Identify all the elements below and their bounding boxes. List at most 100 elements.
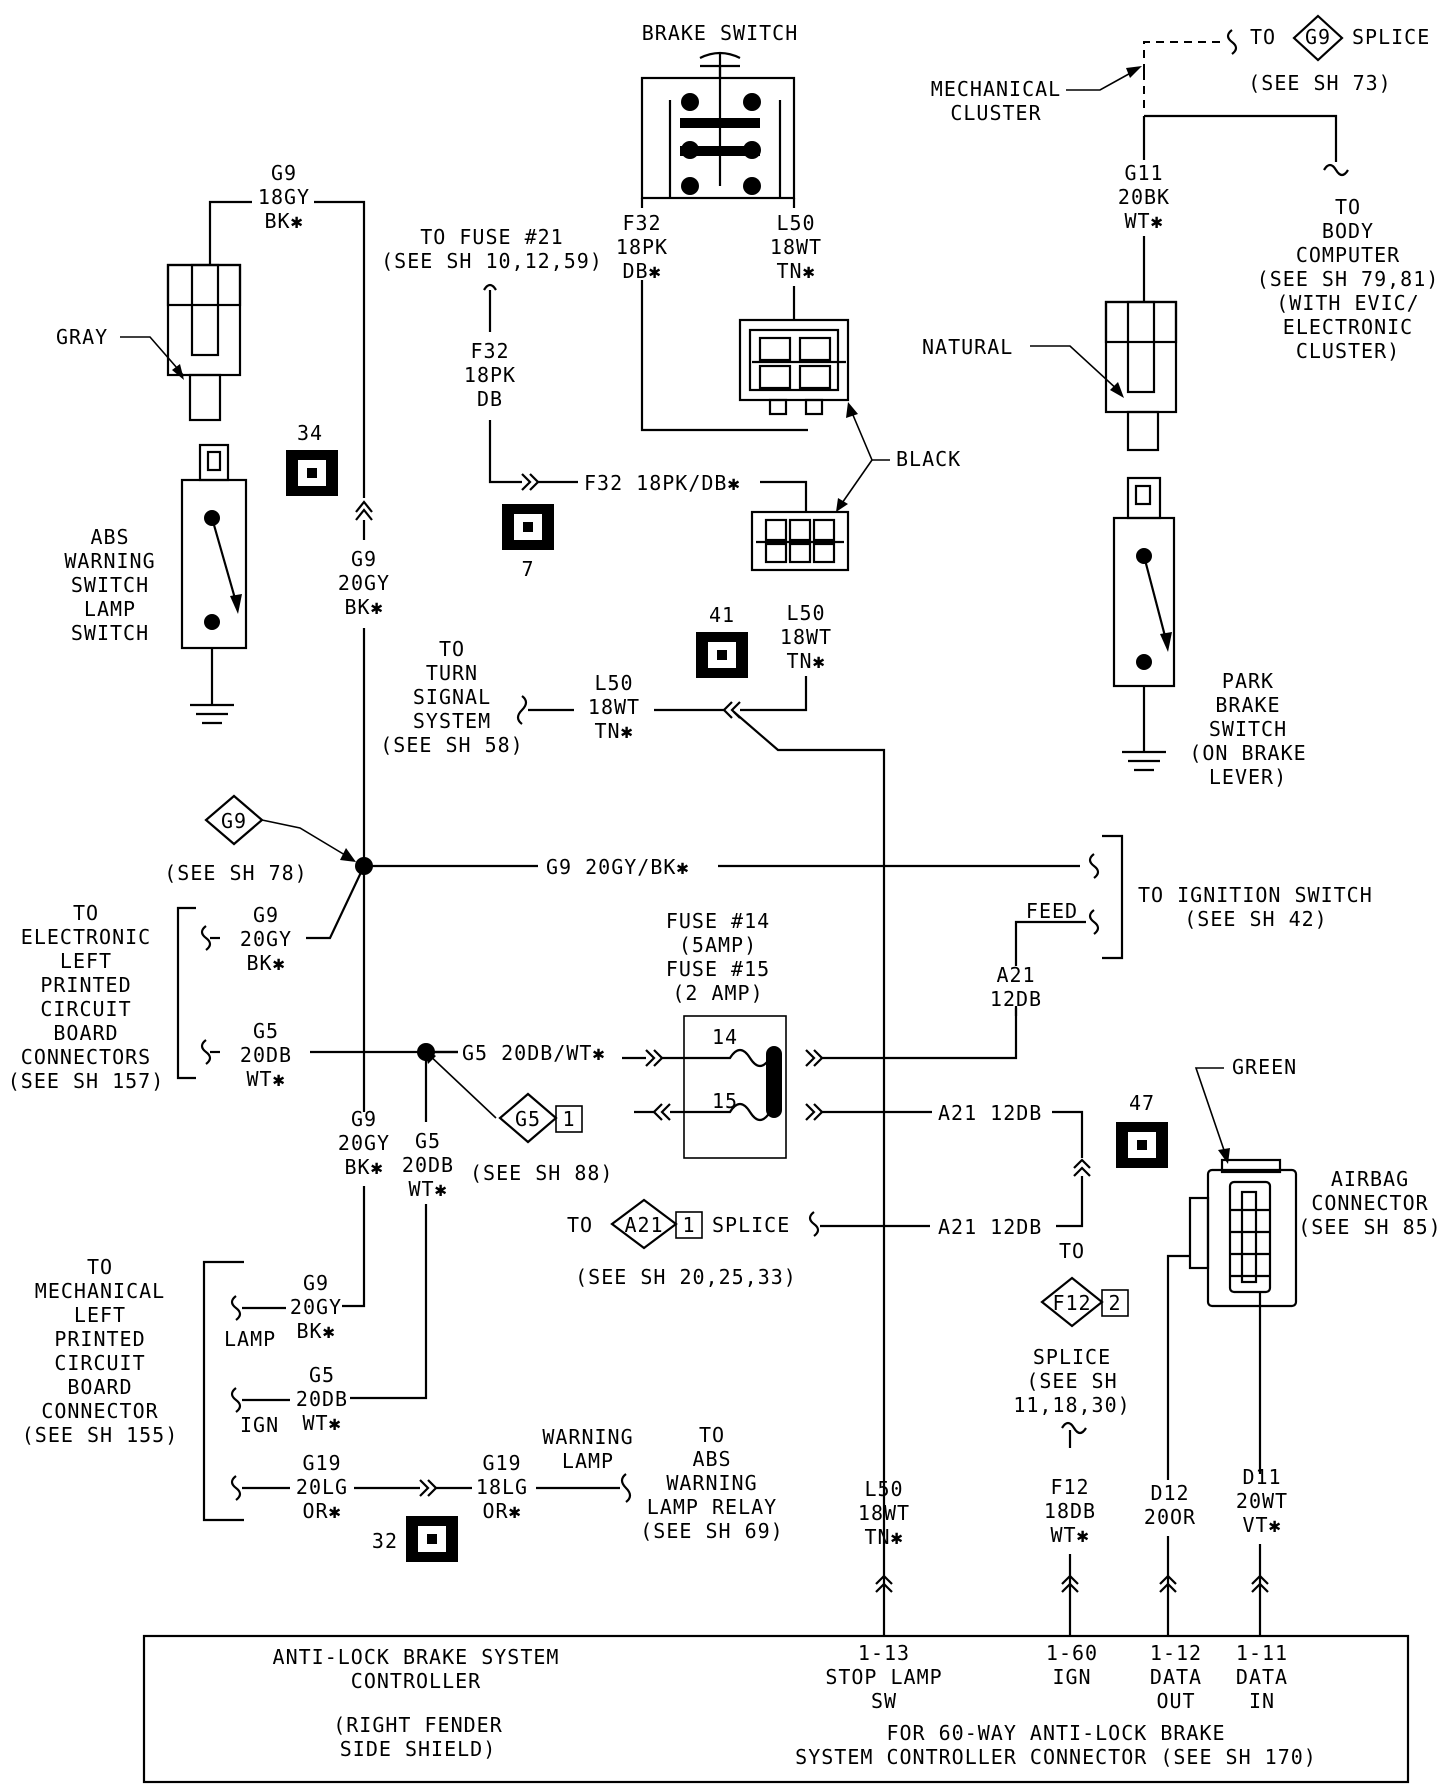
gray-arrowhead [172, 364, 184, 380]
f12-diamond [1040, 1276, 1104, 1328]
to-ignition-b: (SEE SH 42) [1184, 907, 1327, 931]
f12-bottom-b: 18DB [1044, 1499, 1096, 1523]
f12-bottom-inline-b [1061, 1582, 1079, 1593]
g11-a: G11 [1124, 161, 1163, 185]
a21-splice-word: SPLICE [712, 1213, 790, 1237]
to-fuse21-a: TO FUSE #21 [420, 225, 563, 249]
g9-top-c: BK✱ [264, 209, 303, 233]
mech-g19-break [230, 1475, 242, 1501]
d12-bottom-b: 20OR [1144, 1505, 1196, 1529]
d11-bottom-b: 20WT [1236, 1489, 1288, 1513]
fuse-block [683, 1015, 787, 1159]
fuse21-break-symbol [483, 283, 497, 291]
g5-lower-b: 20DB [402, 1153, 454, 1177]
to-mech-h: (SEE SH 155) [22, 1423, 179, 1447]
to-turn-e: (SEE SH 58) [380, 733, 523, 757]
g5-horiz-label: G5 20DB/WT✱ [462, 1041, 605, 1065]
fuse-label-b: (5AMP) [679, 933, 757, 957]
to-body-e: (WITH EVIC/ [1276, 291, 1419, 315]
a21-diamond [610, 1198, 678, 1250]
black-arrowhead-lower [836, 498, 848, 512]
d11-bottom-c: VT✱ [1242, 1513, 1281, 1537]
fuse-label-d: (2 AMP) [672, 981, 763, 1005]
f12-bottom-inline-a [1061, 1574, 1079, 1585]
g19-inline-a [419, 1479, 430, 1497]
brake-switch-title: BRAKE SWITCH [642, 21, 799, 45]
gray-label: GRAY [56, 325, 108, 349]
d12-bottom-a: D12 [1150, 1481, 1189, 1505]
f32-mid-b: 18PK [464, 363, 516, 387]
f32-horiz-wire-b [760, 480, 808, 512]
mech-g5-break [230, 1387, 242, 1413]
lamp-label: LAMP [224, 1327, 276, 1351]
a21-splice-wire-a [1056, 1176, 1084, 1228]
a21-splice-break [808, 1211, 820, 1237]
f12-diamond-num: 2 [1108, 1291, 1121, 1315]
to-elec-b: ELECTRONIC [21, 925, 151, 949]
abs-warning-b: WARNING [64, 549, 155, 573]
feed-wire [1014, 920, 1086, 966]
l50-turn-c: TN✱ [594, 719, 633, 743]
g9-diamond-arrowhead [340, 848, 356, 862]
l50-bottom-b: 18WT [858, 1501, 910, 1525]
natural-leader [1030, 345, 1121, 393]
l50-mid-b: 18WT [780, 625, 832, 649]
g5-lower-wire [350, 1204, 428, 1400]
g5-elec-c: WT✱ [246, 1067, 285, 1091]
airbag-a: AIRBAG [1331, 1167, 1409, 1191]
to-abs-relay-b: ABS [692, 1447, 731, 1471]
mechanical-leader [1066, 69, 1137, 91]
g5-diamond-num: 1 [562, 1107, 575, 1131]
l50-controller-wire [733, 711, 886, 1636]
fuse14-left-a [645, 1049, 656, 1067]
abs-warning-a: ABS [90, 525, 129, 549]
black-arrowhead-upper [846, 402, 858, 418]
controller-a: ANTI-LOCK BRAKE SYSTEM [273, 1645, 560, 1669]
cluster-label: CLUSTER [950, 101, 1041, 125]
natural-connector [1104, 300, 1178, 452]
g11-c: WT✱ [1124, 209, 1163, 233]
abs-warning-e: SWITCH [71, 621, 149, 645]
a21-splice-to: TO [567, 1213, 593, 1237]
f32-left-wire [640, 280, 808, 432]
f12-splice-c: 11,18,30) [1013, 1393, 1130, 1417]
to-body-f: ELECTRONIC [1283, 315, 1413, 339]
g5-mech-a: G5 [309, 1363, 335, 1387]
a21-diamond-num: 1 [682, 1213, 695, 1237]
to-ignition-a: TO IGNITION SWITCH [1138, 883, 1373, 907]
g5-elec-a: G5 [253, 1019, 279, 1043]
g19-break [620, 1473, 632, 1503]
to-body-d: (SEE SH 79,81) [1257, 267, 1440, 291]
to-mech-e: CIRCUIT [54, 1351, 145, 1375]
abs-warning-c: SWITCH [71, 573, 149, 597]
ign-label: IGN [240, 1413, 279, 1437]
to-body-g: CLUSTER) [1296, 339, 1400, 363]
to-turn-d: SYSTEM [413, 709, 491, 733]
f12-splice-a: SPLICE [1033, 1345, 1111, 1369]
f32-inline-a [521, 473, 532, 491]
g9-top-b: 18GY [258, 185, 310, 209]
mech-g9-break [230, 1295, 242, 1321]
green-leader [1194, 1067, 1227, 1157]
park-brake-e: LEVER) [1209, 765, 1287, 789]
g9-lower-c: BK✱ [344, 1155, 383, 1179]
a21-right-b: 12DB [990, 987, 1042, 1011]
brake-switch-group: BRAKE SWITCH [640, 21, 799, 200]
turn-break-symbol [516, 695, 528, 725]
g19-left-b: 20LG [296, 1475, 348, 1499]
g9-lower-wire [342, 1186, 366, 1308]
to-g9-splice-word: SPLICE [1352, 25, 1430, 49]
warning-lamp-b: LAMP [562, 1449, 614, 1473]
l50-mid-wire [740, 676, 808, 712]
l50-bottom-c: TN✱ [864, 1525, 903, 1549]
l50-bottom-a: L50 [864, 1477, 903, 1501]
mech-bracket [202, 1260, 244, 1522]
l50-mid-c: TN✱ [786, 649, 825, 673]
to-mech-c: LEFT [74, 1303, 126, 1327]
a21-fuse15-wire-b [1052, 1110, 1084, 1158]
g9-inline-connector-b [355, 508, 373, 521]
to-elec-h: (SEE SH 157) [8, 1069, 165, 1093]
g9-splice-id: G9 [1305, 25, 1331, 49]
f12-break-symbol [1061, 1421, 1087, 1435]
to-body-a: TO [1335, 195, 1361, 219]
